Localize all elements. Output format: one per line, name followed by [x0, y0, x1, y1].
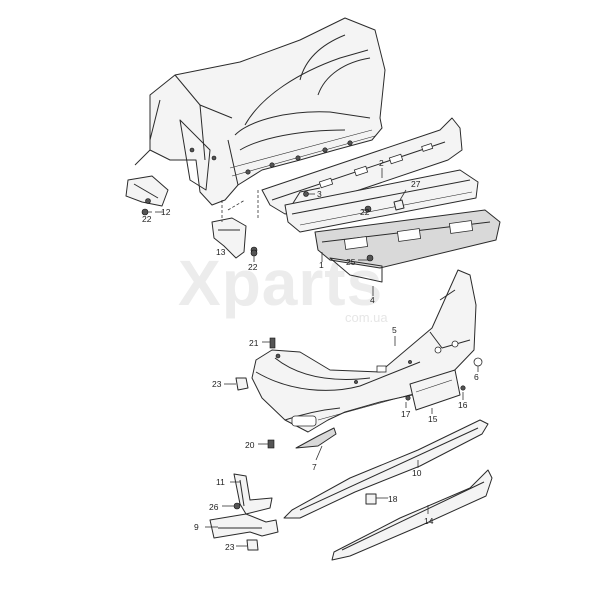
fastener-26	[233, 502, 241, 510]
callout-10: 10	[412, 468, 422, 478]
callout-17: 17	[401, 409, 411, 419]
car-body-rear-panel	[134, 17, 386, 206]
callout-22-b: 22	[360, 207, 370, 217]
fastener-22-c	[250, 249, 258, 257]
callout-23-b: 23	[225, 542, 235, 552]
callout-22-c: 22	[248, 262, 258, 272]
callout-23-a: 23	[212, 379, 222, 389]
callout-6: 6	[474, 372, 479, 382]
callout-26: 26	[209, 502, 219, 512]
callout-20: 20	[245, 440, 255, 450]
callout-14: 14	[424, 516, 434, 526]
fastener-21	[269, 337, 276, 349]
fastener-20	[267, 439, 275, 449]
fastener-16	[460, 385, 466, 391]
part-10-trim-strip	[283, 419, 489, 519]
callout-1: 1	[319, 260, 324, 270]
callout-3: 3	[317, 189, 322, 199]
part-27-clip	[393, 199, 405, 211]
part-6-cap	[473, 357, 483, 367]
fastener-23-b	[246, 539, 259, 551]
fastener-18	[365, 493, 377, 505]
callout-13: 13	[216, 247, 226, 257]
fastener-17	[405, 395, 411, 401]
part-14-spoiler	[331, 469, 493, 561]
callout-22-a: 22	[142, 214, 152, 224]
callout-labels: 1 2 3 4 5 6 7 9 10 11 12 13 14 15 16 17 …	[142, 158, 479, 552]
callout-11: 11	[216, 477, 225, 487]
callout-2: 2	[379, 158, 384, 168]
part-9-lower-mount	[209, 513, 279, 539]
callout-16: 16	[458, 400, 468, 410]
callout-25: 25	[346, 257, 356, 267]
part-12-bracket	[125, 175, 169, 207]
watermark-domain: com.ua	[345, 310, 388, 325]
fastener-25	[366, 254, 374, 262]
leader-lines	[148, 168, 479, 547]
part-7-reflector	[295, 427, 337, 449]
callout-9: 9	[194, 522, 199, 532]
callout-7: 7	[312, 462, 317, 472]
callout-18: 18	[388, 494, 398, 504]
fasteners	[141, 191, 483, 551]
part-15-plate-bracket	[409, 369, 461, 411]
fastener-23-a	[235, 377, 249, 391]
callout-21: 21	[249, 338, 259, 348]
callout-4: 4	[370, 295, 375, 305]
callout-12: 12	[161, 207, 171, 217]
callout-15: 15	[428, 414, 438, 424]
callout-5: 5	[392, 325, 397, 335]
part-4-reinforcement-beam	[314, 209, 501, 283]
part-11-side-bracket	[233, 473, 273, 515]
fastener-22-b	[364, 205, 372, 213]
part-1-energy-absorber	[284, 169, 479, 233]
fastener-3	[303, 191, 309, 197]
part-2-inner-carrier	[261, 117, 463, 215]
callout-27: 27	[411, 179, 421, 189]
